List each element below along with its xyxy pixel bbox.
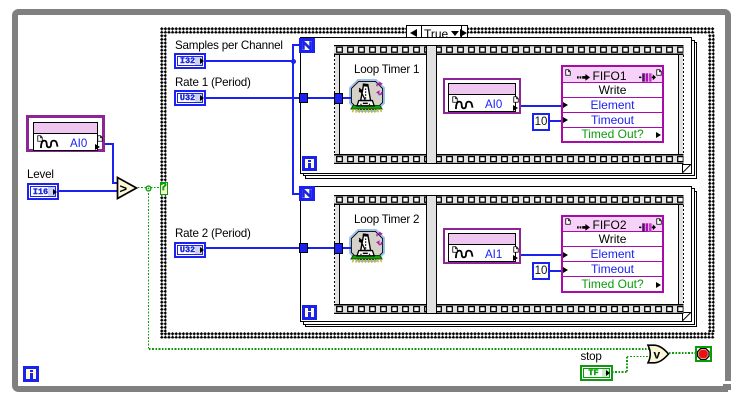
svg-text:>: > (120, 181, 128, 196)
svg-text:v: v (654, 347, 661, 361)
